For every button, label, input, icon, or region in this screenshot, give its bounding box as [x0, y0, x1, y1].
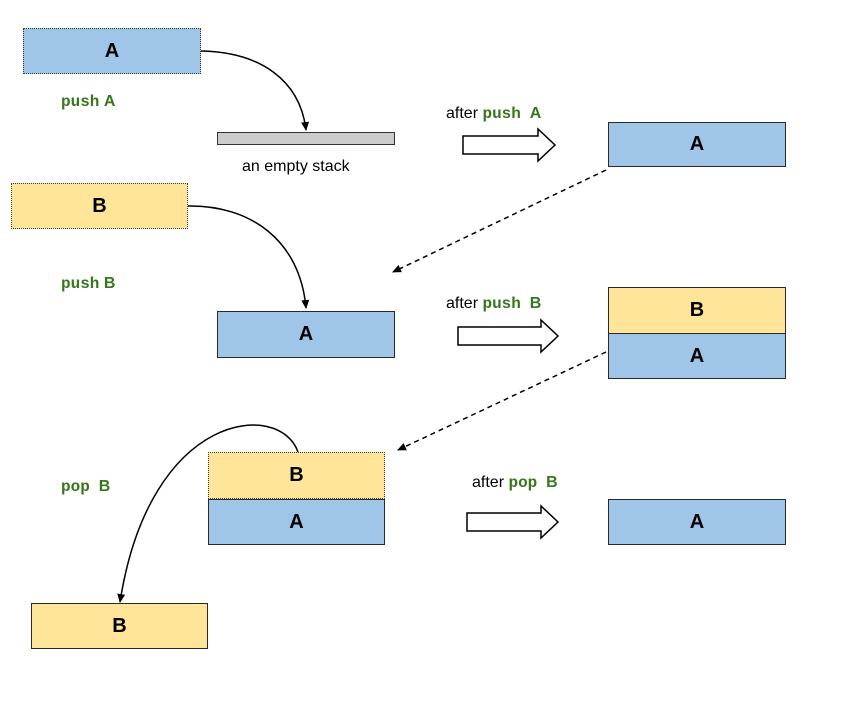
after-push-a-caption: after push A: [446, 105, 542, 123]
empty-stack-caption: an empty stack: [242, 158, 350, 175]
stack-after-push-a-element-a: A: [608, 122, 786, 167]
push-a-curve-arrow: [200, 50, 310, 131]
element-b-incoming: B: [11, 183, 188, 229]
dashed-arrow-row2-to-row3: [397, 351, 607, 451]
stack-before-pop-element-b: B: [208, 452, 385, 499]
stack-after-push-b-element-a: A: [608, 333, 786, 379]
stack-after-pop-element-a: A: [608, 499, 786, 545]
after-push-b-caption: after push B: [446, 295, 542, 313]
stack-before-pop-element-a: A: [208, 499, 385, 545]
pop-b-curve-arrow: [117, 424, 299, 603]
block-arrow-after-push-a: [462, 127, 557, 163]
push-a-instruction: push A: [61, 93, 116, 111]
stack-after-push-b-element-b: B: [608, 287, 786, 334]
block-arrow-after-push-b: [457, 318, 560, 354]
after-pop-b-caption: after pop B: [472, 474, 558, 492]
stack-before-push-b-element-a: A: [217, 311, 395, 358]
element-a-label: A: [104, 39, 120, 62]
element-a-incoming: A: [23, 28, 201, 74]
push-b-instruction: push B: [61, 275, 116, 293]
popped-element-b: B: [31, 603, 208, 649]
push-b-curve-arrow: [187, 205, 310, 309]
block-arrow-after-pop-b: [466, 504, 560, 540]
empty-stack: [217, 132, 395, 145]
pop-b-instruction: pop B: [61, 478, 111, 496]
dashed-arrow-row1-to-row2: [392, 169, 607, 273]
